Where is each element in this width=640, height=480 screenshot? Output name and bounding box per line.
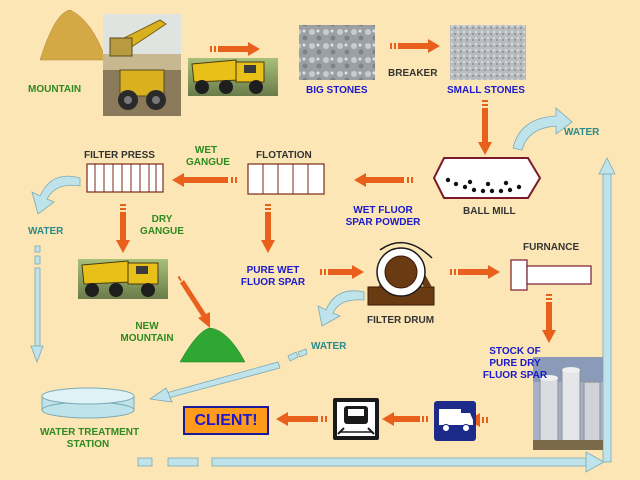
- arrow-to-new-mountain: [177, 275, 210, 328]
- delivery-truck-icon: [434, 401, 476, 441]
- arrow-to-flotation: [354, 173, 413, 187]
- train-icon: [333, 398, 379, 440]
- filter-drum-label: FILTER DRUM: [367, 315, 435, 326]
- filter-press-icon: [86, 163, 164, 193]
- water-label-top: WATER: [564, 127, 600, 138]
- arrow-to-filter-press: [172, 173, 237, 187]
- flotation-icon: [247, 163, 325, 195]
- client-box: CLIENT!: [183, 406, 269, 435]
- arrow-to-dry-gangue: [116, 204, 130, 253]
- arrow-to-pure-wet: [261, 204, 275, 253]
- arrow-train-to-client: [276, 412, 327, 426]
- mountain-icon: [39, 9, 107, 61]
- water-pipe-network: [30, 107, 616, 473]
- arrow-to-stock: [542, 294, 556, 343]
- water-tank-icon: [41, 387, 135, 419]
- furnace-icon: [510, 259, 592, 291]
- arrow-to-ball-mill: [478, 100, 492, 155]
- furnance-label: FURNANCE: [523, 242, 580, 253]
- small-stones-label: SMALL STONES: [447, 85, 525, 96]
- arrow-to-furnance: [450, 265, 500, 279]
- silos-photo: [533, 357, 603, 450]
- arrow-to-filter-drum: [320, 265, 364, 279]
- excavator-photo: [103, 14, 181, 116]
- arrow-truck-to-train: [382, 412, 428, 426]
- breaker-label: BREAKER: [388, 68, 438, 79]
- flotation-label: FLOTATION: [256, 150, 312, 161]
- water-label-left: WATER: [28, 226, 64, 237]
- big-stones-label: BIG STONES: [306, 85, 368, 96]
- filter-drum-icon: [367, 241, 435, 306]
- arrow-to-big-stones: [210, 42, 260, 56]
- ball-mill-label: BALL MILL: [463, 206, 516, 217]
- filter-press-label: FILTER PRESS: [84, 150, 155, 161]
- new-mountain-icon: [179, 327, 246, 363]
- arrow-to-small-stones: [390, 39, 440, 53]
- water-label-mid: WATER: [311, 341, 347, 352]
- big-stones-photo: [299, 25, 375, 80]
- small-stones-photo: [450, 25, 526, 80]
- mountain-label: MOUNTAIN: [28, 84, 82, 95]
- ball-mill-icon: [432, 157, 542, 199]
- dump-truck-photo-2: [78, 259, 168, 299]
- dump-truck-photo: [188, 58, 278, 96]
